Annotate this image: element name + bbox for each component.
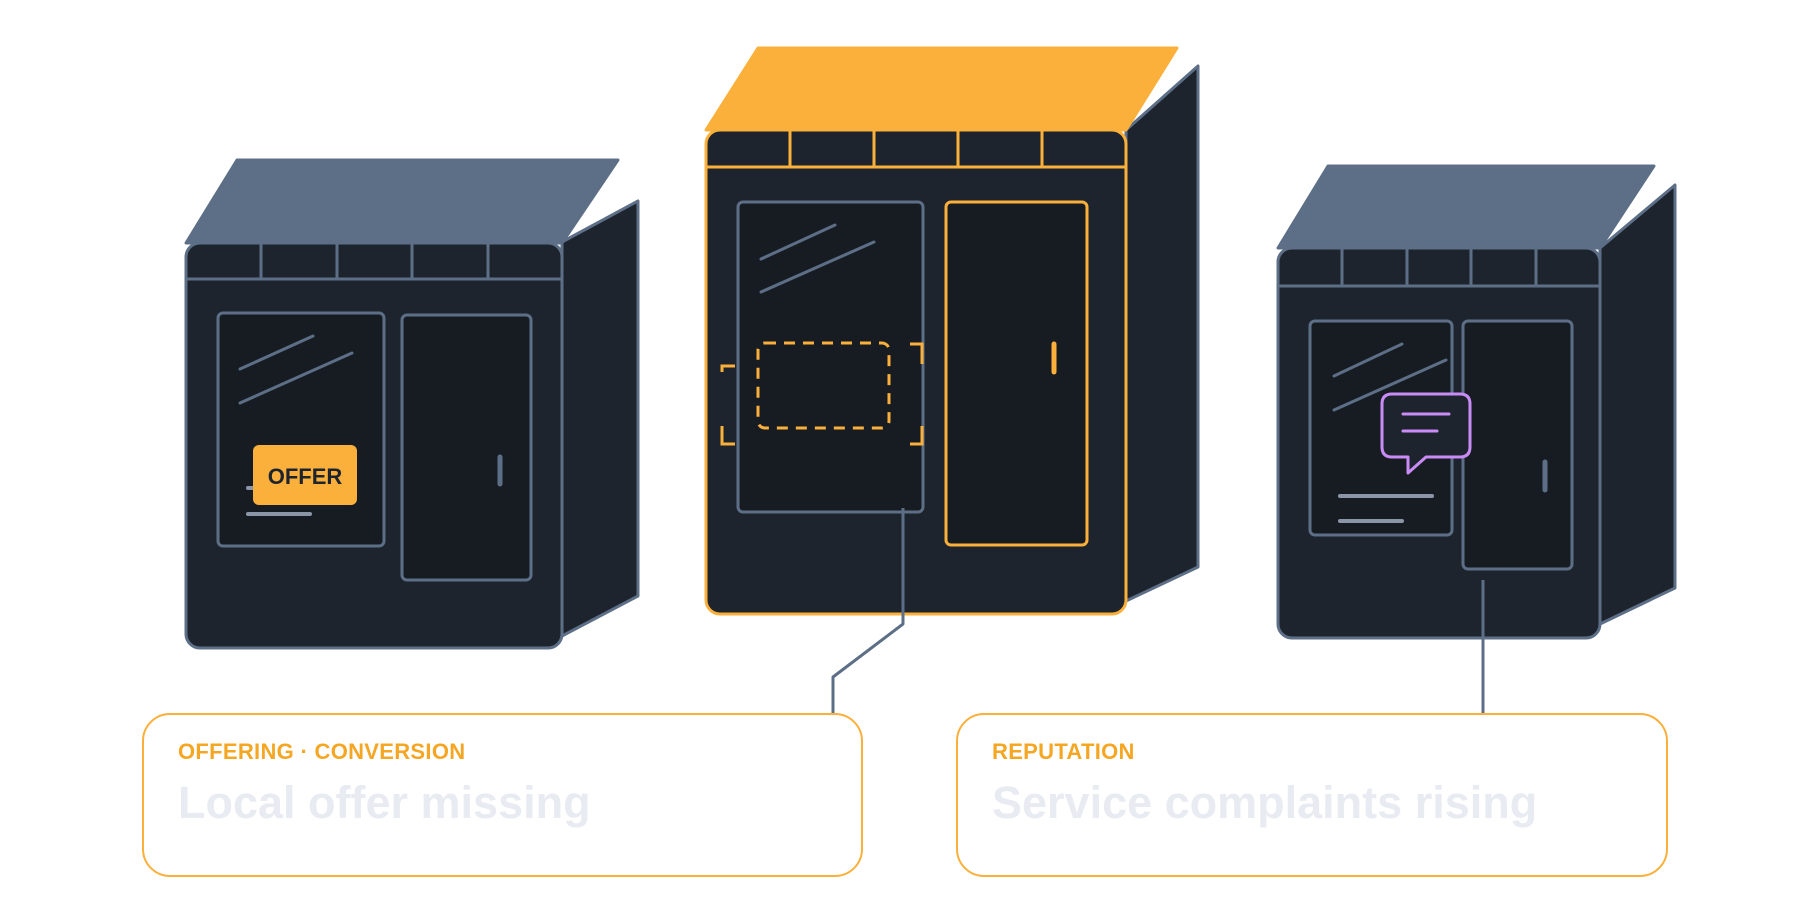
offer-sign-label: OFFER xyxy=(268,464,343,489)
callout-tag: OFFERING · CONVERSION xyxy=(178,739,466,764)
right-store-door xyxy=(1461,319,1574,571)
center-store-side-wall xyxy=(1124,64,1200,603)
chat-bubble-icon xyxy=(1380,392,1472,475)
right-store-window-text-lines xyxy=(1338,494,1434,523)
right-storefront xyxy=(1276,164,1677,713)
right-store-fascia-dividers xyxy=(1340,248,1538,286)
center-store-window xyxy=(736,200,925,514)
offer-sign xyxy=(253,445,357,505)
center-store-door xyxy=(944,200,1089,547)
callout-tag: REPUTATION xyxy=(992,739,1135,764)
left-store-side-wall xyxy=(560,199,640,638)
center-callout-connector xyxy=(831,508,905,713)
left-store-window-glare xyxy=(238,334,354,405)
callout-title: Local offer missing xyxy=(178,777,591,828)
dashed-frame-icon xyxy=(720,341,924,446)
center-store-window-glare xyxy=(759,223,876,294)
right-store-side-wall xyxy=(1598,183,1677,626)
right-store-roof xyxy=(1276,164,1656,250)
center-storefront xyxy=(704,46,1200,713)
center-store-fascia-dividers xyxy=(788,130,1044,167)
left-storefront: OFFER xyxy=(184,158,640,650)
right-store-window-glare xyxy=(1332,342,1448,412)
callout-local-offer: OFFERING · CONVERSION Local offer missin… xyxy=(142,713,863,877)
center-store-roof xyxy=(704,46,1179,132)
left-store-window xyxy=(216,311,386,548)
left-store-roof xyxy=(184,158,620,245)
left-store-door xyxy=(400,313,533,582)
callout-title: Service complaints rising xyxy=(992,777,1538,828)
left-store-fascia-dividers xyxy=(259,243,490,279)
callout-service-complaints: REPUTATION Service complaints rising xyxy=(956,713,1668,877)
